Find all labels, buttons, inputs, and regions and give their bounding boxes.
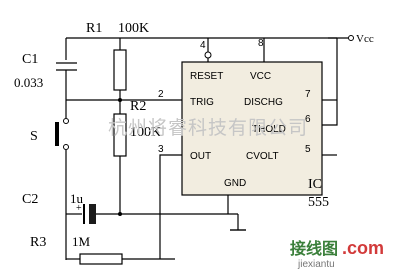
reset-pin-bubble xyxy=(204,51,212,59)
r2-value: 100K xyxy=(130,125,161,140)
ic-pin-vcc: VCC xyxy=(250,71,271,82)
wire-vcc-thold xyxy=(322,38,338,126)
ic-555-body xyxy=(181,61,323,196)
switch-contact-top xyxy=(63,118,69,124)
ic-pin-dischg: DISCHG xyxy=(244,97,283,108)
wire-output xyxy=(159,154,182,259)
pin-number-out: 3 xyxy=(158,144,164,155)
r3-resistor xyxy=(79,253,123,265)
r1-resistor xyxy=(113,49,127,91)
ic-pin-thold: THOLD xyxy=(252,124,286,135)
switch-ref: S xyxy=(30,129,38,144)
c2-plate-negative xyxy=(89,204,96,224)
logo-part3: jiexiantu xyxy=(297,259,335,269)
watermark-text: 杭州将睿科技有限公司 xyxy=(108,117,308,139)
c1-ref: C1 xyxy=(22,52,38,67)
pin-number-thold: 6 xyxy=(305,114,311,125)
pin-number-cvolt: 5 xyxy=(305,144,311,155)
r3-value: 1M xyxy=(72,234,91,249)
ic-pin-out: OUT xyxy=(190,151,211,162)
switch-actuator xyxy=(55,122,59,146)
ic-pin-cvolt: CVOLT xyxy=(246,151,279,162)
c2-value: 1u xyxy=(70,191,84,206)
ic-ref: IC xyxy=(308,177,322,192)
c2-ref: C2 xyxy=(22,192,38,207)
c1-value: 0.033 xyxy=(14,75,43,90)
ic-pin-reset: RESET xyxy=(190,71,223,82)
pin-number-dischg: 7 xyxy=(305,89,311,100)
r2-ref: R2 xyxy=(130,99,146,114)
ic-part: 555 xyxy=(308,195,329,210)
c2-plus-sign: + xyxy=(76,203,82,214)
ic-pin-gnd: GND xyxy=(224,178,246,189)
logo-part2: .com xyxy=(342,238,384,258)
ic-pin-trig: TRIG xyxy=(190,97,214,108)
r3-ref: R3 xyxy=(30,235,46,250)
vcc-label: Vcc xyxy=(356,33,374,45)
logo-part1: 接线图 xyxy=(290,239,338,258)
pin-number-reset: 4 xyxy=(200,40,206,51)
r1-ref: R1 xyxy=(86,21,102,36)
vcc-terminal xyxy=(348,35,354,41)
r1-value: 100K xyxy=(118,21,149,36)
pin-number-vcc: 8 xyxy=(258,38,264,49)
switch-contact-bottom xyxy=(63,144,69,150)
pin-number-trig: 2 xyxy=(158,89,164,100)
